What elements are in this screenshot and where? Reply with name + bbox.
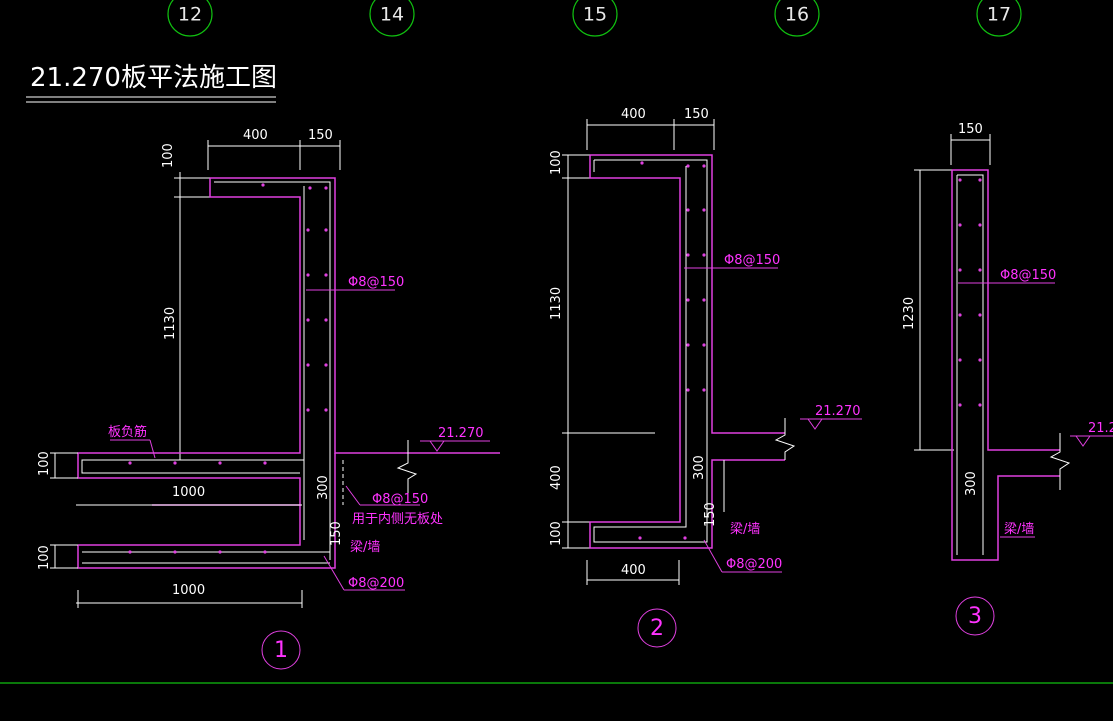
d1-dim-cap: 100 <box>161 143 176 168</box>
d2-dim-base: 100 <box>549 521 564 546</box>
d2-dim-150: 150 <box>703 502 718 527</box>
drawing-title: 21.270板平法施工图 <box>30 63 277 93</box>
d1-dim-slab2: 100 <box>37 545 52 570</box>
d1-dim-height: 1130 <box>163 307 178 340</box>
d2-dim-400: 400 <box>621 107 646 122</box>
d1-rebar-wall-label: Φ8@150 <box>348 275 404 290</box>
d1-dim-slab1: 100 <box>37 451 52 476</box>
detail-2: 400 150 100 1130 400 100 300 150 Φ8@150 … <box>549 107 862 648</box>
grid-bubble-16 <box>774 0 820 37</box>
d1-label-beam: 梁/墙 <box>350 540 380 555</box>
d1-dim-150: 150 <box>308 128 333 143</box>
grid-bubble-12 <box>167 0 213 37</box>
d1-rebar-bottom-label: Φ8@200 <box>348 576 404 591</box>
d1-rebar-slab-label: Φ8@150 <box>372 492 428 507</box>
d2-marker: 2 <box>650 616 664 641</box>
d2-dim-150: 150 <box>684 107 709 122</box>
d1-label-slab-rebar: 板负筋 <box>108 424 147 440</box>
d2-dim-cap: 100 <box>549 150 564 175</box>
d2-rebar-wall-label: Φ8@150 <box>724 253 780 268</box>
d2-elevation: 21.270 <box>815 404 861 419</box>
d2-dim-300: 300 <box>692 455 707 480</box>
d1-marker: 1 <box>274 638 288 663</box>
d1-marker-circle <box>261 630 301 670</box>
d3-dim-300: 300 <box>964 471 979 496</box>
d1-dim-400: 400 <box>243 128 268 143</box>
d3-marker-circle <box>955 596 995 636</box>
d3-label-beam: 梁/墙 <box>1004 522 1034 537</box>
d1-dim-150: 150 <box>329 521 344 546</box>
d1-dim-300: 300 <box>316 475 331 500</box>
grid-label-14: 14 <box>380 4 404 26</box>
grid-label-12: 12 <box>178 4 202 26</box>
d1-dim-len1: 1000 <box>172 485 205 500</box>
d3-marker: 3 <box>968 604 982 629</box>
detail-3: 150 1230 300 Φ8@150 梁/墙 21.2 3 <box>902 122 1113 636</box>
d3-elevation: 21.2 <box>1088 421 1113 436</box>
d1-rebar-slab-note: 用于内侧无板处 <box>352 511 443 527</box>
detail-1: 400 150 100 1130 100 100 1000 <box>37 128 500 670</box>
d2-dim-height: 1130 <box>549 287 564 320</box>
grid-axes: 12 14 15 16 17 <box>167 0 1022 37</box>
d2-rebar-bottom-label: Φ8@200 <box>726 557 782 572</box>
grid-bubble-14 <box>369 0 415 37</box>
grid-bubble-15 <box>572 0 618 37</box>
d1-elevation: 21.270 <box>438 426 484 441</box>
grid-label-16: 16 <box>785 4 809 26</box>
d3-dim-height: 1230 <box>902 297 917 330</box>
grid-label-15: 15 <box>583 4 607 26</box>
grid-label-17: 17 <box>987 4 1011 26</box>
d2-label-beam: 梁/墙 <box>730 522 760 537</box>
grid-bubble-17 <box>976 0 1022 37</box>
d3-dim-top: 150 <box>958 122 983 137</box>
d2-dim-bottom-len: 400 <box>621 563 646 578</box>
d2-dim-lower: 400 <box>549 465 564 490</box>
d2-marker-circle <box>637 608 677 648</box>
d3-rebar-wall-label: Φ8@150 <box>1000 268 1056 283</box>
d1-dim-len2: 1000 <box>172 583 205 598</box>
